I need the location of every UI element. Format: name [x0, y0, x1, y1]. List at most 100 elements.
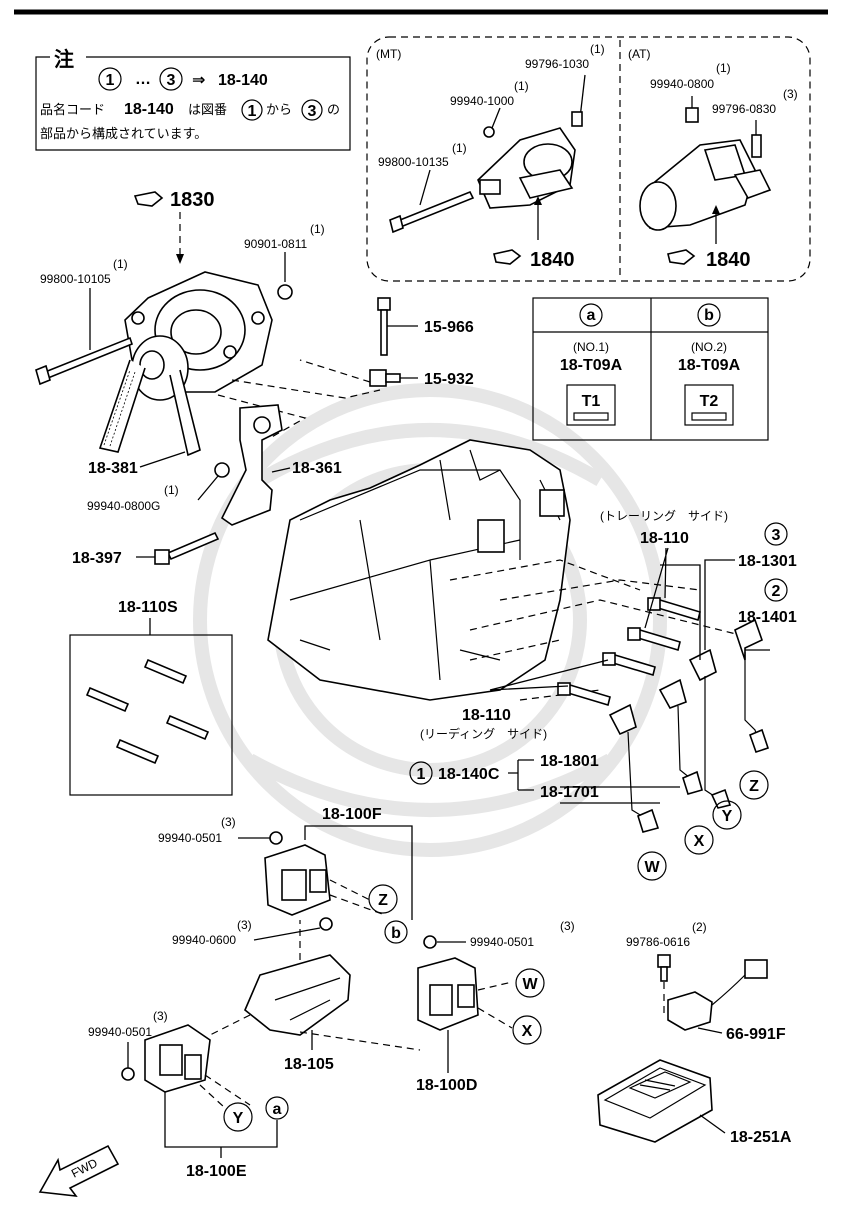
label-18-361: 18-361 — [292, 460, 342, 477]
table-a-letter: a — [587, 307, 596, 324]
table-b-tag: T2 — [700, 393, 719, 410]
note-line2-code: 18-140 — [124, 101, 174, 118]
ignition-coil-18-100d — [417, 957, 513, 1031]
coil-port-y: Y — [233, 1110, 244, 1127]
label-18-110-bottom: 18-110 — [462, 707, 511, 724]
label-18-100f: 18-100F — [322, 806, 382, 823]
mt-heading: (MT) — [376, 47, 401, 61]
bolt-99786-0616 — [657, 954, 671, 1015]
label-table: a b (NO.1) 18-T09A (NO.2) 18-T09A T1 T2 — [532, 297, 769, 441]
spark-plug — [165, 714, 210, 741]
note-line2-c3: 3 — [308, 103, 317, 120]
label-15-932: 15-932 — [424, 371, 474, 388]
label-18-140c: 18-140C — [438, 766, 500, 783]
label-18-397: 18-397 — [72, 550, 122, 567]
spark-plugs — [489, 547, 701, 707]
note-line2-pre: 品名コード — [40, 102, 105, 118]
mt-part-qty: (1) — [452, 141, 467, 155]
qty-99940-0501c: (3) — [153, 1009, 168, 1023]
label-18-105: 18-105 — [284, 1056, 334, 1073]
coil-port-z: Z — [378, 892, 388, 909]
spark-plug — [143, 658, 188, 685]
at-part-qty: (1) — [716, 61, 731, 75]
label-99940-0501c: 99940-0501 — [88, 1025, 152, 1039]
qty-99940-0501b: (3) — [560, 919, 575, 933]
at-ref-1840: 1840 — [667, 249, 751, 271]
spark-plug — [85, 686, 130, 713]
label-18-381: 18-381 — [88, 460, 138, 477]
spark-plug — [647, 597, 701, 622]
label-15-966: 15-966 — [424, 319, 474, 336]
table-a-no: (NO.1) — [573, 340, 609, 354]
label-99940-0800g: 99940-0800G — [87, 499, 160, 513]
spark-plug-set-box — [69, 618, 233, 796]
nut-99940-0600 — [319, 917, 333, 931]
label-18-1701: 18-1701 — [540, 784, 599, 801]
ignition-coil-18-100f — [264, 844, 386, 916]
at-ref-text: 1840 — [706, 249, 751, 271]
spark-plug — [627, 627, 681, 652]
label-18-251a: 18-251A — [730, 1129, 792, 1146]
at-starter-motor — [639, 96, 772, 244]
bolt-18-397 — [136, 531, 220, 565]
mt-starter-motor — [389, 74, 586, 240]
note-line3: 部品から構成されています。 — [40, 127, 207, 142]
label-18-1401: 18-1401 — [738, 609, 797, 626]
table-b-code: 18-T09A — [678, 357, 741, 374]
coil-label-b: b — [391, 925, 401, 942]
label-18-110-top: 18-110 — [640, 530, 689, 547]
ref-1830: 1830 — [133, 189, 215, 211]
at-part-99940-0800: 99940-0800 — [650, 77, 714, 91]
circle-3: 3 — [772, 527, 781, 544]
mt-part-qty: (1) — [514, 79, 529, 93]
at-part-qty: (3) — [783, 87, 798, 101]
control-unit-18-251a — [597, 1059, 726, 1143]
qty-99940-0501a: (3) — [221, 815, 236, 829]
label-99940-0501b: 99940-0501 — [470, 935, 534, 949]
coil-label-a: a — [273, 1101, 282, 1118]
label-18-100e: 18-100E — [186, 1163, 247, 1180]
mt-part-99800-10135: 99800-10135 — [378, 155, 449, 169]
engine-block — [267, 439, 761, 701]
label-18-1301: 18-1301 — [738, 553, 797, 570]
qty-99786: (2) — [692, 920, 707, 934]
trailing-side-note: (トレーリング サイド) — [600, 509, 728, 523]
alternator-assembly — [35, 212, 381, 457]
note-circle-3: 3 — [167, 72, 176, 89]
note-heading: 注 — [54, 47, 74, 71]
label-99940-0600: 99940-0600 — [172, 933, 236, 947]
bolt-15-932 — [299, 359, 418, 387]
nut-99940-0501 — [121, 1067, 135, 1081]
label-18-100d: 18-100D — [416, 1077, 477, 1094]
nut-99940-0501 — [423, 935, 437, 949]
spark-plug — [115, 738, 160, 765]
sensor-66-991f — [667, 959, 768, 1034]
table-a-code: 18-T09A — [560, 357, 623, 374]
label-66-991f: 66-991F — [726, 1026, 786, 1043]
note-circle-1: 1 — [106, 72, 115, 89]
mt-part-qty: (1) — [590, 42, 605, 56]
qty-99940-0800g: (1) — [164, 483, 179, 497]
leading-side-note: (リーディング サイド) — [420, 726, 547, 741]
circle-1: 1 — [417, 766, 426, 783]
bolt-15-966 — [377, 297, 418, 356]
qty-90901: (1) — [310, 222, 325, 236]
coil-port-w: W — [522, 976, 538, 993]
label-99940-0501a: 99940-0501 — [158, 831, 222, 845]
label-90901-0811: 90901-0811 — [244, 237, 307, 251]
circle-2: 2 — [772, 583, 781, 600]
spark-plug — [602, 652, 656, 677]
label-18-1801: 18-1801 — [540, 753, 599, 770]
qty-99800: (1) — [113, 257, 128, 271]
starter-variant-box: (MT) (AT) (1) 99796-1030 (1) 99940-1000 … — [366, 36, 811, 282]
note-arrow: ⇒ — [192, 72, 205, 89]
mt-ref-1840: 1840 — [493, 249, 575, 271]
note-line2-from: から — [266, 103, 292, 118]
table-b-letter: b — [704, 307, 714, 324]
label-18-110s: 18-110S — [118, 599, 178, 616]
plug-wires — [560, 559, 770, 833]
wire-end-z: Z — [749, 778, 759, 795]
qty-99940-0600: (3) — [237, 918, 252, 932]
